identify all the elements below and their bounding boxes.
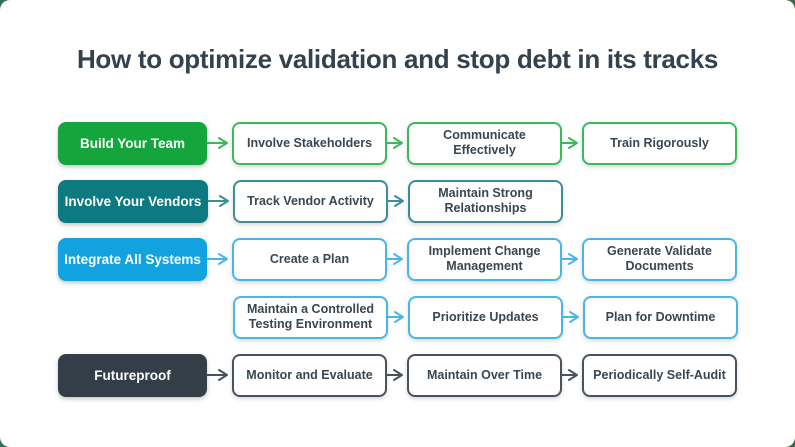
arrow-right-icon bbox=[563, 311, 579, 324]
arrow-cell bbox=[388, 180, 408, 223]
step-box: Prioritize Updates bbox=[408, 295, 563, 339]
arrow-cell bbox=[387, 354, 407, 397]
arrow-right-icon bbox=[562, 137, 578, 150]
arrow-right-icon bbox=[207, 369, 228, 382]
step-box: Generate Validate Documents bbox=[582, 237, 737, 281]
arrow-right-icon bbox=[207, 137, 228, 150]
step-box: Periodically Self-Audit bbox=[582, 353, 737, 397]
arrow-cell bbox=[562, 354, 582, 397]
row-header-spacer bbox=[58, 296, 233, 339]
arrow-right-icon bbox=[387, 137, 403, 150]
step-box: Involve Stakeholders bbox=[232, 121, 387, 165]
flow-row-build-your-team: Build Your Team Involve Stakeholders Commu… bbox=[58, 121, 737, 165]
arrow-cell bbox=[387, 122, 407, 165]
step-box: Implement Change Management bbox=[407, 237, 562, 281]
step-box: Communicate Effectively bbox=[407, 121, 562, 165]
arrow-right-icon bbox=[562, 369, 578, 382]
arrow-cell bbox=[563, 296, 583, 339]
arrow-right-icon bbox=[207, 253, 228, 266]
step-box: Create a Plan bbox=[232, 237, 387, 281]
flow-row-integrate-all-systems-continued: Maintain a Controlled Testing Environmen… bbox=[58, 295, 738, 339]
arrow-cell bbox=[562, 122, 582, 165]
arrow-right-icon bbox=[562, 253, 578, 266]
flow-row-futureproof: Futureproof Monitor and Evaluate Maintain … bbox=[58, 353, 737, 397]
flow-row-involve-your-vendors: Involve Your Vendors Track Vendor Activit… bbox=[58, 179, 737, 223]
page-title: How to optimize validation and stop debt… bbox=[76, 44, 719, 74]
arrow-right-icon bbox=[387, 253, 403, 266]
row-header-build-your-team: Build Your Team bbox=[58, 121, 207, 165]
arrow-right-icon bbox=[387, 369, 403, 382]
arrow-cell bbox=[207, 238, 232, 281]
step-box: Track Vendor Activity bbox=[233, 179, 388, 223]
arrow-cell bbox=[208, 180, 233, 223]
step-box: Maintain a Controlled Testing Environmen… bbox=[233, 295, 388, 339]
arrow-right-icon bbox=[388, 195, 404, 208]
arrow-cell bbox=[207, 122, 232, 165]
arrow-cell bbox=[387, 238, 407, 281]
step-box: Monitor and Evaluate bbox=[232, 353, 387, 397]
row-header-futureproof: Futureproof bbox=[58, 353, 207, 397]
row-header-integrate-all-systems: Integrate All Systems bbox=[58, 237, 207, 281]
step-box: Plan for Downtime bbox=[583, 295, 738, 339]
flow-row-integrate-all-systems: Integrate All Systems Create a Plan Implem… bbox=[58, 237, 737, 281]
step-box: Train Rigorously bbox=[582, 121, 737, 165]
flow-diagram: Build Your Team Involve Stakeholders Commu… bbox=[0, 121, 795, 397]
arrow-right-icon bbox=[388, 311, 404, 324]
arrow-cell bbox=[562, 238, 582, 281]
step-box: Maintain Over Time bbox=[407, 353, 562, 397]
arrow-cell bbox=[207, 354, 232, 397]
step-box: Maintain Strong Relationships bbox=[408, 179, 563, 223]
arrow-right-icon bbox=[208, 195, 229, 208]
arrow-cell bbox=[388, 296, 408, 339]
row-header-involve-your-vendors: Involve Your Vendors bbox=[58, 179, 208, 223]
